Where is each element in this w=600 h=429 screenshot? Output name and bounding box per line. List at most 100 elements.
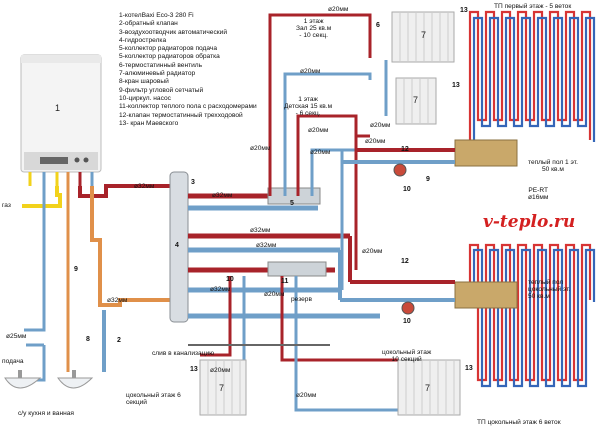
pipe-label: ø20мм — [370, 122, 391, 129]
underfloor-first-floor — [468, 10, 596, 142]
number-mayevsky-valve: 13 — [452, 82, 460, 89]
legend-item: 1-котелBaxi Eco-3 280 Fi — [119, 12, 194, 19]
sink-right — [57, 370, 94, 389]
radiator-basement-left — [199, 359, 247, 416]
pipe-label: ø32мм — [134, 183, 155, 190]
first-floor-mixer — [342, 148, 455, 164]
underfloor-basement — [468, 243, 596, 388]
number-mayevsky-valve: 13 — [465, 365, 473, 372]
room-basement-right: цокольный этаж 10 секций — [382, 349, 431, 363]
boiler-return-pipe — [90, 186, 175, 307]
room-hall-floor: 1 этаж — [303, 18, 324, 25]
tp-basement-title: ТП цокольный этаж 6 веток — [477, 419, 561, 426]
pipe-label: ø32мм — [256, 242, 277, 249]
tp-first-line1: теплый пол 1 эт. — [528, 159, 578, 166]
room-hall-sections: - 10 секц. — [299, 32, 328, 39]
tp-basement-line1: теплый пол — [528, 279, 564, 286]
underfloor-manifold-first-floor — [454, 139, 518, 167]
gas-label: газ — [2, 202, 11, 209]
number-filter: 9 — [74, 266, 78, 273]
pipe-label: ø32мм — [210, 286, 231, 293]
legend-item: 2-обратный клапан — [119, 20, 178, 28]
supply-label: подача — [2, 358, 24, 365]
number-hydro-arrow: 4 — [175, 242, 179, 249]
pipe-label: ø32мм — [250, 227, 271, 234]
number-manifold: 5 — [290, 200, 294, 207]
pipe-label: ø25мм — [6, 333, 27, 340]
first-floor-risers — [268, 13, 388, 290]
pipe-spec-diameter: ø16мм — [528, 194, 549, 201]
boiler-supply-pipe — [78, 184, 180, 198]
pipe-label: ø20мм — [328, 6, 349, 13]
legend-item: 11-коллектор теплого пола с расходомерам… — [119, 103, 257, 111]
number-three-way-valve: 12 — [401, 146, 409, 153]
number-radiator-hall: 7 — [421, 30, 427, 40]
number-filter: 9 — [426, 176, 430, 183]
number-air-vent: 3 — [191, 179, 195, 186]
bathroom-label: с/у кухня и ванная — [18, 410, 74, 417]
number-pump: 10 — [226, 276, 234, 283]
basement-right-line2: 10 секций — [391, 356, 422, 363]
main-pipes — [188, 193, 380, 319]
legend-item: 9-фильтр угловой сетчатый — [119, 86, 204, 94]
pipe-label: ø20мм — [310, 149, 331, 156]
number-valve: 6 — [376, 22, 380, 29]
legend-item: 8-кран шаровый — [119, 78, 169, 86]
radiator-basement-right — [397, 359, 461, 416]
number-radiator-kids: 7 — [413, 95, 419, 105]
legend-item: 6-термостатинный вентиль — [119, 61, 203, 69]
radiator-hall-first-floor — [391, 11, 455, 63]
number-pump: 10 — [403, 186, 411, 193]
tp-first-line2: 50 кв.м — [541, 166, 564, 173]
pipe-label: ø20мм — [365, 138, 386, 145]
pipe-label: ø20мм — [210, 367, 231, 374]
tp-first-floor-info: теплый пол 1 эт. 50 кв.м — [528, 159, 578, 173]
pipe-label: ø32мм — [212, 192, 233, 199]
legend-item: 5-коллектор радиаторов обратка — [119, 53, 220, 61]
room-kids-sections: - 6 секц. — [295, 110, 321, 117]
legend-item: 10-циркул. насос — [119, 94, 171, 102]
legend-item: 3-воздухоотводчик автоматический — [119, 28, 228, 36]
basement-right-line1: цокольный этаж — [382, 349, 432, 356]
room-kids-floor: 1 этаж — [298, 96, 318, 103]
boiler — [20, 54, 102, 173]
tp-basement-info: теплый пол цокольный эт. 50 кв.м — [528, 279, 570, 300]
radiator-kids-first-floor — [395, 77, 437, 125]
room-kids-first-floor: 1 этаж Детская 15 кв.м - 6 секц. — [284, 96, 332, 117]
number-three-way-valve: 12 — [401, 258, 409, 265]
number-check-valve: 2 — [117, 337, 121, 344]
number-radiator-basement-left: 7 — [219, 383, 225, 393]
cold-water-branch — [24, 345, 46, 382]
room-hall-name: Зал 25 кв.м — [296, 25, 332, 32]
pump-basement — [401, 301, 415, 315]
basement-left-line2: секций — [126, 399, 147, 406]
drain-label: слив в канализацию — [152, 350, 215, 357]
tp-basement-line3: 50 кв.м — [528, 293, 550, 300]
legend-item: 7-алюминевый радиатор — [119, 70, 196, 78]
component-legend: 1-котелBaxi Eco-3 280 Fi 2-обратный клап… — [119, 12, 257, 128]
legend-item: 5-коллектор радиаторов подача — [119, 45, 218, 53]
radiator-manifold-upper — [267, 187, 321, 205]
number-ball-valve: 8 — [86, 336, 90, 343]
number-boiler: 1 — [55, 103, 61, 113]
gas-pipe — [22, 186, 62, 208]
number-underfloor-collector: 11 — [281, 278, 289, 285]
boiler-outlets — [28, 172, 94, 186]
basement-mixer — [338, 236, 455, 302]
pipe-spec: PE-RT ø16мм — [528, 187, 548, 201]
room-hall-first-floor: 1 этаж Зал 25 кв.м - 10 секц. — [296, 18, 331, 39]
tp-first-floor-title: ТП первый этаж - 5 веток — [494, 3, 572, 10]
pipe-label: ø20мм — [296, 392, 317, 399]
pipe-spec-material: PE-RT — [528, 187, 549, 194]
pump-first-floor — [393, 163, 407, 177]
number-mayevsky-valve: 13 — [460, 7, 468, 14]
number-pump: 10 — [403, 318, 411, 325]
pipe-label: ø20мм — [362, 248, 383, 255]
legend-item: 13- кран Маевского — [119, 119, 179, 127]
pipe-label: ø20мм — [250, 145, 271, 152]
legend-item: 12-клапан термостатинный трехходовой — [119, 111, 243, 119]
site-watermark: v-teplo.ru — [483, 212, 576, 232]
tp-basement-line2: цокольный эт. — [528, 286, 571, 293]
room-basement-left: цокольный этаж 6 секций — [126, 392, 181, 406]
